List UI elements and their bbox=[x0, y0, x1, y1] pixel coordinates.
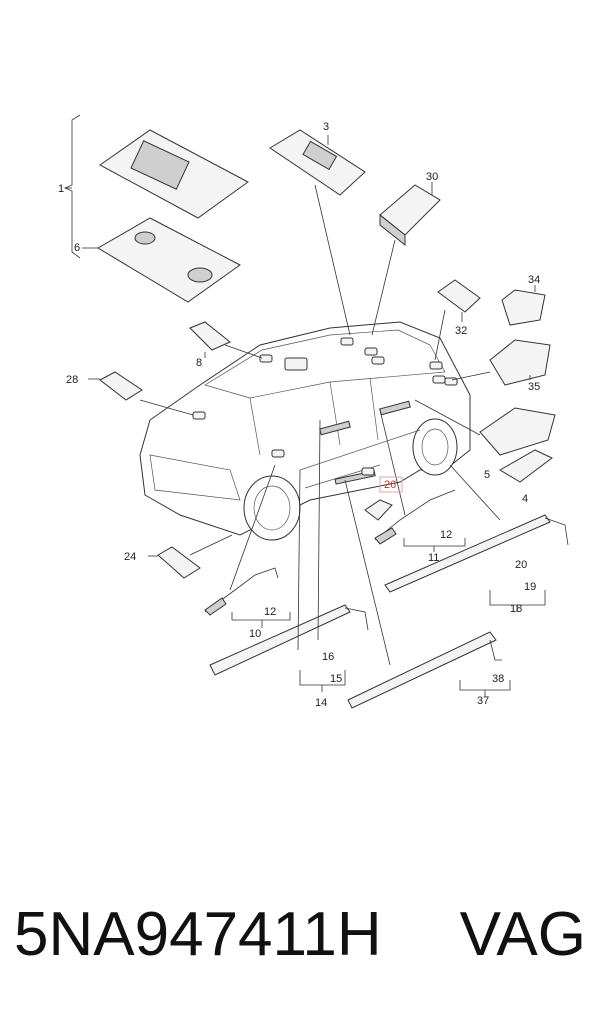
footer: 5NA947411H VAG bbox=[0, 890, 600, 990]
harness-10 bbox=[204, 464, 291, 628]
part-34-cap bbox=[501, 285, 546, 326]
callout-4: 4 bbox=[522, 493, 528, 505]
parts-diagram: 1 3 4 5 6 8 10 11 12 12 14 15 16 18 19 2… bbox=[58, 114, 569, 709]
callout-5: 5 bbox=[484, 469, 490, 481]
part-24-module bbox=[148, 534, 233, 579]
part-30-lamp-unit bbox=[371, 182, 441, 336]
part-3-interior-light bbox=[269, 129, 366, 336]
strip-18 bbox=[384, 464, 569, 612]
strip-37 bbox=[344, 479, 511, 709]
callout-20: 20 bbox=[515, 559, 527, 571]
callout-19: 19 bbox=[524, 581, 536, 593]
part-28-module bbox=[88, 371, 194, 416]
part-35-housing bbox=[451, 339, 551, 386]
part-5-lamp bbox=[414, 399, 556, 456]
callout-10: 10 bbox=[249, 628, 261, 640]
callout-30: 30 bbox=[426, 171, 438, 183]
callout-12b: 12 bbox=[440, 529, 452, 541]
callout-15: 15 bbox=[330, 673, 342, 685]
part-8-module bbox=[189, 321, 263, 359]
callout-37: 37 bbox=[477, 695, 489, 707]
callout-3: 3 bbox=[323, 121, 329, 133]
callout-18: 18 bbox=[510, 603, 522, 615]
part-1-roof-console bbox=[63, 114, 249, 259]
callout-14: 14 bbox=[315, 697, 327, 709]
part-32-switch bbox=[434, 279, 481, 361]
callout-26: 26 bbox=[384, 479, 396, 491]
callout-11: 11 bbox=[428, 552, 439, 564]
callout-24: 24 bbox=[124, 551, 136, 563]
callout-12a: 12 bbox=[264, 606, 276, 618]
part-number: 5NA947411H bbox=[14, 900, 382, 969]
callout-8: 8 bbox=[196, 357, 202, 369]
lamp-markers bbox=[192, 337, 458, 476]
callout-6: 6 bbox=[74, 242, 80, 254]
strip-14 bbox=[209, 419, 369, 692]
harness-11 bbox=[374, 409, 466, 552]
brand-label: VAG bbox=[459, 900, 586, 969]
callout-35: 35 bbox=[528, 381, 540, 393]
part-4-bracket bbox=[499, 449, 553, 483]
callout-1: 1 bbox=[58, 183, 64, 195]
part-26 bbox=[364, 476, 403, 521]
callout-16: 16 bbox=[322, 651, 334, 663]
callout-32: 32 bbox=[455, 325, 467, 337]
callout-38: 38 bbox=[492, 673, 504, 685]
callout-28: 28 bbox=[66, 374, 78, 386]
part-6-trim-panel bbox=[82, 217, 241, 303]
vehicle-outline bbox=[139, 321, 471, 541]
callout-34: 34 bbox=[528, 274, 540, 286]
